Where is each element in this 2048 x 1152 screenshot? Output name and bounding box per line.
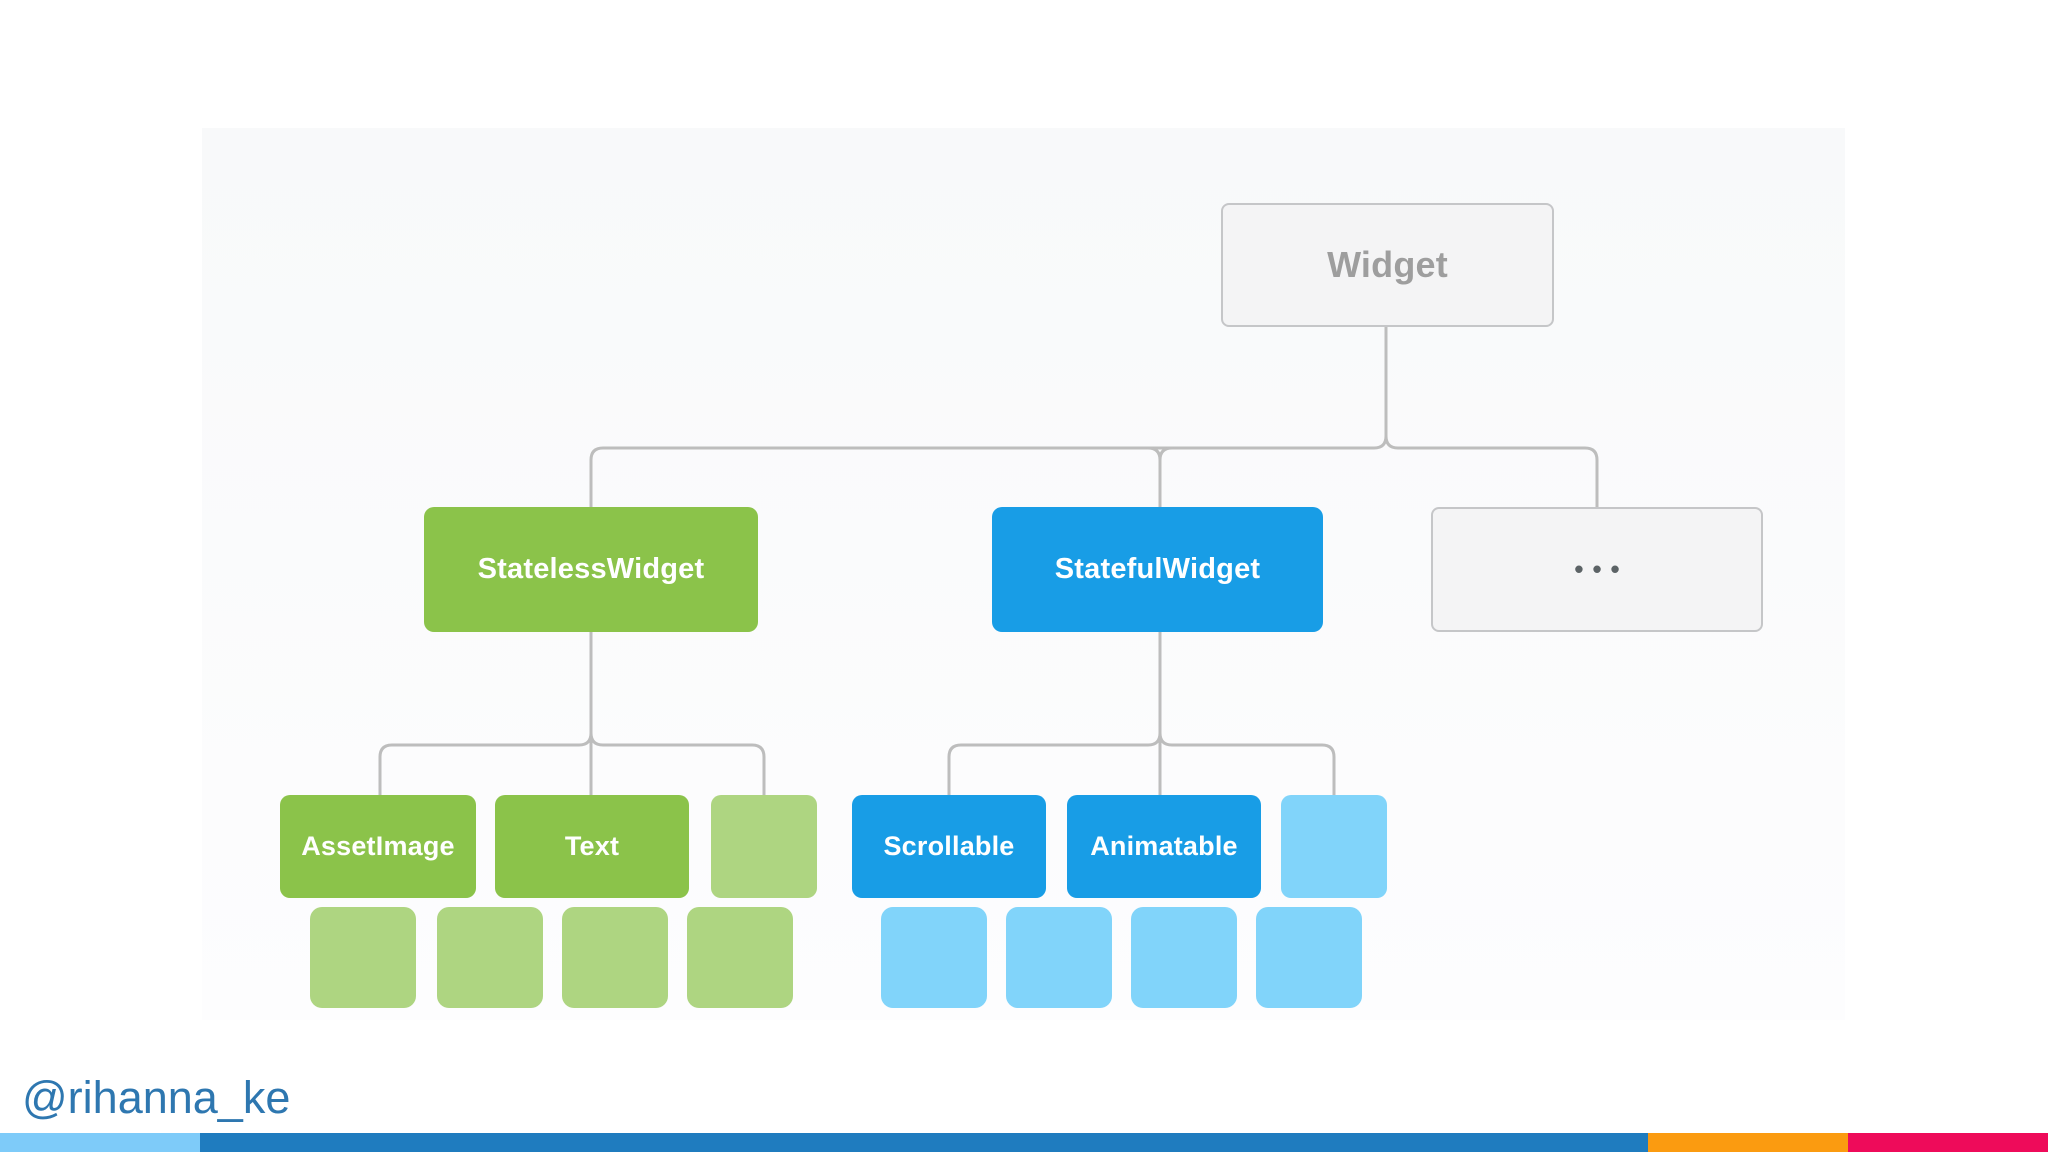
node-text-label: Text (564, 831, 620, 861)
stripe-segment-lightblue (0, 1133, 200, 1152)
leaf-box-blue (1131, 907, 1237, 1008)
node-text: Text (495, 795, 689, 898)
connector (1158, 446, 1174, 462)
stripe-segment-blue (200, 1133, 1648, 1152)
footer-color-stripe (0, 1133, 2048, 1152)
node-widget: Widget (1221, 203, 1554, 327)
node-stateful-unnamed (1281, 795, 1387, 898)
connector (378, 731, 593, 797)
node-stateless-unnamed (711, 795, 817, 898)
node-scrollable: Scrollable (852, 795, 1046, 898)
leaf-box-green (687, 907, 793, 1008)
connector (1384, 434, 1599, 509)
leaf-box-blue (881, 907, 987, 1008)
node-stateful-widget: StatefulWidget (992, 507, 1323, 632)
leaf-box-green (310, 907, 416, 1008)
node-asset-image: AssetImage (280, 795, 476, 898)
node-scrollable-label: Scrollable (883, 831, 1015, 861)
connector (589, 731, 766, 797)
node-animatable: Animatable (1067, 795, 1261, 898)
leaf-box-green (437, 907, 543, 1008)
leaf-box-blue (1256, 907, 1362, 1008)
node-animatable-label: Animatable (1090, 831, 1238, 861)
leaf-box-green (562, 907, 668, 1008)
connector (1158, 731, 1336, 797)
ellipsis-icon: ••• (1574, 554, 1629, 584)
connector (1146, 446, 1162, 509)
connector (947, 731, 1162, 797)
node-asset-image-label: AssetImage (301, 831, 455, 861)
node-ellipsis: ••• (1431, 507, 1763, 632)
author-handle: @rihanna_ke (22, 1072, 291, 1123)
node-stateless-widget-label: StatelessWidget (477, 553, 705, 585)
node-stateful-widget-label: StatefulWidget (1054, 553, 1261, 585)
connector (589, 434, 1388, 509)
leaf-box-blue (1006, 907, 1112, 1008)
node-stateless-widget: StatelessWidget (424, 507, 758, 632)
stripe-segment-pink (1848, 1133, 2048, 1152)
node-widget-label: Widget (1327, 244, 1448, 285)
stripe-segment-orange (1648, 1133, 1848, 1152)
